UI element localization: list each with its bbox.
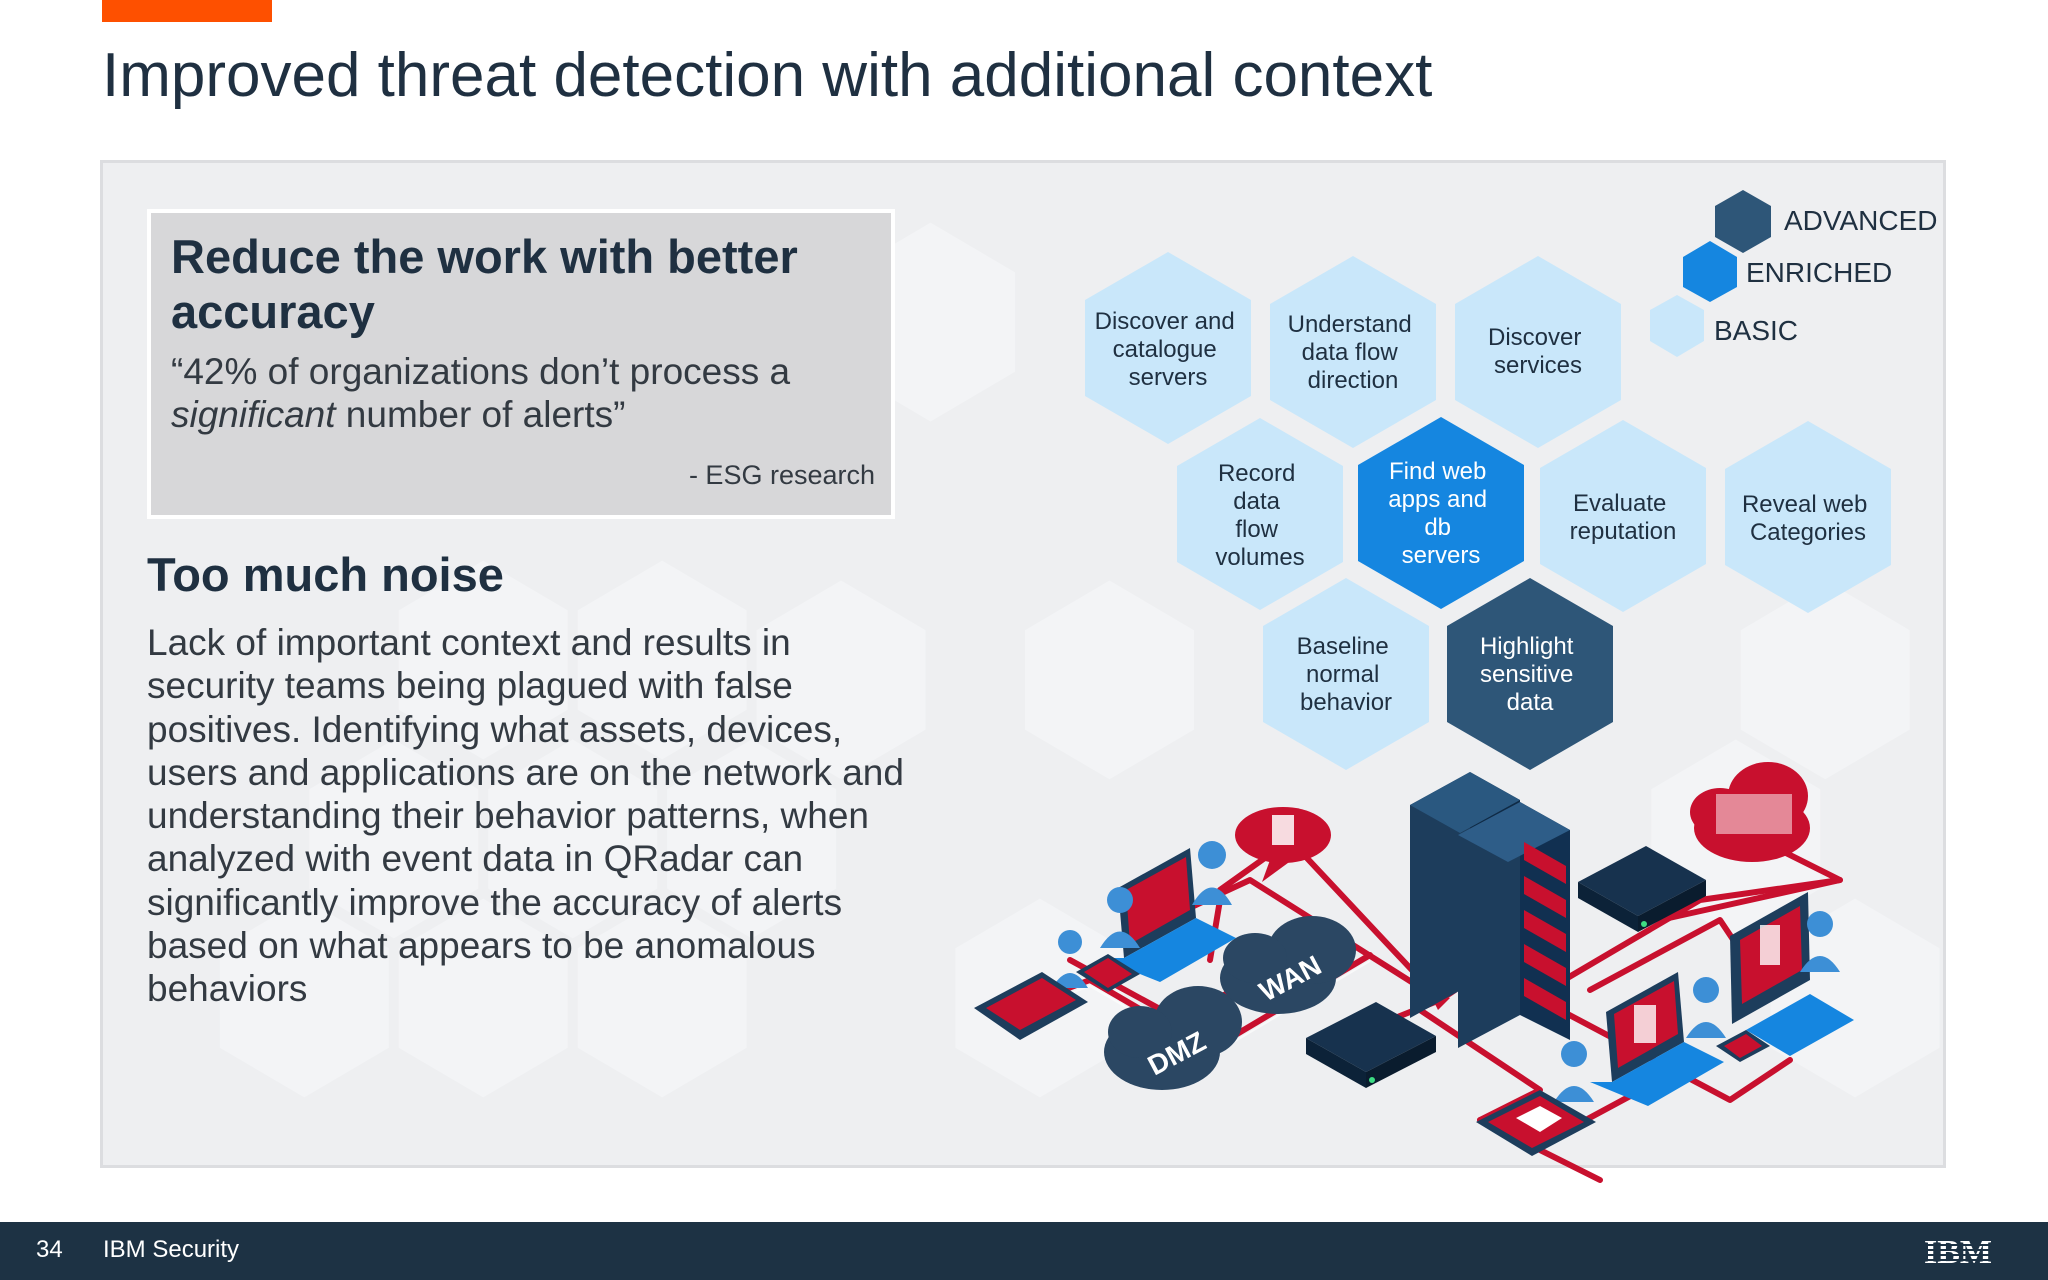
hex-baseline-normal-behavior: Baseline normal behavior	[1263, 578, 1429, 770]
hex-reveal-web-categories: Reveal web Categories	[1725, 421, 1891, 613]
svg-text:Baseline normal: Baseline normal behavior	[1297, 633, 1396, 716]
network-switch-icon	[1306, 1002, 1436, 1088]
user-icon-3	[1052, 930, 1088, 988]
hexagon-grid: Discover and catalogue servers Understan…	[1085, 252, 1891, 770]
tablet-icon	[974, 972, 1088, 1040]
legend-advanced-swatch	[1715, 190, 1771, 253]
dmz-cloud-icon: DMZ	[1104, 986, 1242, 1090]
ibm-logo: IBM	[1918, 1234, 1998, 1268]
quote-source: - ESG research	[688, 460, 875, 490]
user-icon	[1192, 841, 1232, 905]
laptop-icon-2	[1590, 972, 1724, 1106]
hex-highlight-sensitive-data: Highlight sensitive data	[1447, 578, 1613, 770]
svg-text:Reveal web Categories: Reveal web Categories	[1742, 491, 1874, 546]
accent-bar	[102, 0, 272, 22]
noise-heading: Too much noise	[147, 548, 504, 601]
quote-box: Reduce the work with better accuracy “42…	[147, 209, 895, 519]
quote-text-part1: “42% of organizations don’t process a	[171, 350, 791, 392]
svg-text:Record data fl: Record data flow volumes	[1215, 460, 1304, 571]
hex-understand-data-flow: Understand data flow direction	[1270, 256, 1436, 448]
phone-icon-2	[1716, 1030, 1770, 1062]
wan-cloud-icon: WAN	[1220, 916, 1356, 1014]
hex-evaluate-reputation: Evaluate reputation	[1540, 420, 1706, 612]
laptop-icon	[1100, 848, 1236, 982]
legend-enriched-label: ENRICHED	[1746, 257, 1892, 288]
phone-icon	[1076, 954, 1140, 992]
svg-text:Find web apps and: Find web apps and db servers	[1388, 458, 1493, 569]
user-icon-6	[1554, 1041, 1594, 1102]
hex-record-data-flow-volumes: Record data flow volumes	[1177, 418, 1343, 610]
legend-enriched-swatch	[1683, 241, 1737, 302]
slide-title: Improved threat detection with additiona…	[102, 41, 1433, 110]
svg-text:Highlight sensitive: Highlight sensitive data	[1480, 633, 1580, 716]
network-switch-icon-2	[1578, 846, 1706, 932]
legend-advanced-label: ADVANCED	[1784, 205, 1938, 236]
quote-text: “42% of organizations don’t process a si…	[171, 350, 871, 437]
footer-brand: IBM Security	[103, 1236, 240, 1263]
legend-basic-swatch	[1650, 295, 1704, 357]
legend: ADVANCED ENRICHED BASIC	[1650, 190, 1938, 357]
email-tablet-icon	[1476, 1090, 1596, 1156]
page-number: 34	[36, 1236, 63, 1263]
user-icon-2	[1100, 887, 1140, 948]
network-illustration: DMZ WAN	[974, 762, 1854, 1183]
quote-text-emphasis: significant	[171, 394, 336, 436]
footer: 34 IBM Security IBM	[0, 1222, 2048, 1280]
svg-text:Discover and catalogue: Discover and catalogue servers	[1095, 308, 1242, 391]
user-icon-4	[1800, 911, 1840, 972]
noise-body: Lack of important context and results in…	[147, 622, 904, 1010]
quote-text-part2: number of alerts”	[335, 394, 626, 436]
hex-find-web-apps-db-servers: Find web apps and db servers	[1358, 417, 1524, 609]
server-rack-icon	[1410, 772, 1570, 1048]
user-icon-5	[1686, 977, 1726, 1038]
quote-heading: Reduce the work with better accuracy	[171, 230, 798, 339]
svg-text:Evaluate reputation: Evaluate reputation	[1570, 490, 1677, 545]
hex-discover-services: Discover services	[1455, 256, 1621, 448]
monitor-icon	[1730, 892, 1854, 1056]
context-diagram: ADVANCED ENRICHED BASIC Discover and cat…	[974, 190, 1938, 1183]
svg-text:Understand data flow: Understand data flow direction	[1288, 311, 1419, 394]
hex-discover-catalogue-servers: Discover and catalogue servers	[1085, 252, 1251, 444]
alert-bubble-icon	[1235, 807, 1331, 882]
cloud-apps-icon	[1690, 762, 1810, 862]
svg-text:Discover services: Discover services	[1488, 324, 1588, 379]
legend-basic-label: BASIC	[1714, 315, 1798, 346]
